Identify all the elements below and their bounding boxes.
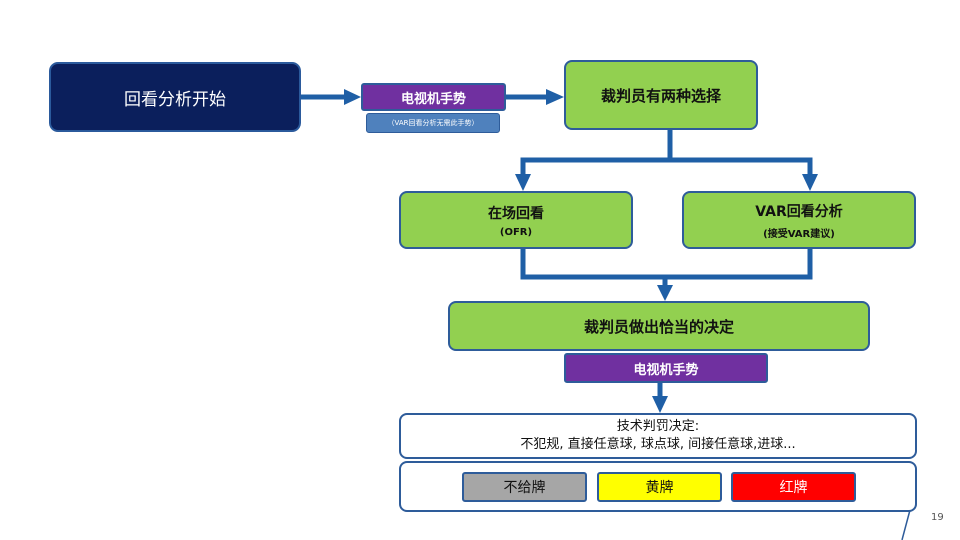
referee-options-label: 裁判员有两种选择 — [600, 86, 721, 105]
red-card: 红牌 — [731, 472, 856, 502]
tv-signal-box: 电视机手势 — [361, 83, 506, 111]
red-card-label: 红牌 — [779, 480, 808, 496]
technical-decision-title: 技术判罚决定: — [616, 419, 700, 434]
on-field-review-title: 在场回看 — [488, 205, 544, 222]
tv-signal-note: （VAR回看分析无需此手势） — [366, 113, 500, 133]
arrow-split-connector — [520, 130, 673, 176]
technical-decision-box: 技术判罚决定: 不犯规, 直接任意球, 球点球, 间接任意球,进球... — [399, 413, 917, 459]
tv-signal-label: 电视机手势 — [400, 91, 466, 107]
var-review-box: VAR回看分析 (接受VAR建议) — [682, 191, 916, 249]
yellow-card-label: 黄牌 — [645, 480, 674, 496]
var-review-title: VAR回看分析 — [755, 203, 843, 220]
referee-decision-box: 裁判员做出恰当的决定 — [448, 301, 870, 351]
slide-decoration-line — [901, 509, 911, 540]
tv-signal-note-label: （VAR回看分析无需此手势） — [387, 119, 479, 127]
arrow-split-connector-right — [670, 157, 813, 176]
on-field-review-box: 在场回看 (OFR) — [399, 191, 633, 249]
arrow-merge-connector — [520, 249, 813, 280]
tv-signal-box-2: 电视机手势 — [564, 353, 768, 383]
tv-signal-label-2: 电视机手势 — [633, 362, 699, 378]
review-start-box: 回看分析开始 — [49, 62, 301, 132]
page-number: 19 — [931, 512, 944, 523]
technical-decision-items: 不犯规, 直接任意球, 球点球, 间接任意球,进球... — [520, 437, 796, 452]
referee-options-box: 裁判员有两种选择 — [564, 60, 758, 130]
yellow-card: 黄牌 — [597, 472, 722, 502]
no-card-label: 不给牌 — [503, 480, 546, 496]
review-start-label: 回看分析开始 — [124, 89, 226, 110]
var-review-sub: (接受VAR建议) — [763, 228, 835, 240]
on-field-review-sub: (OFR) — [499, 226, 533, 238]
no-card: 不给牌 — [462, 472, 587, 502]
referee-decision-label: 裁判员做出恰当的决定 — [583, 317, 734, 336]
